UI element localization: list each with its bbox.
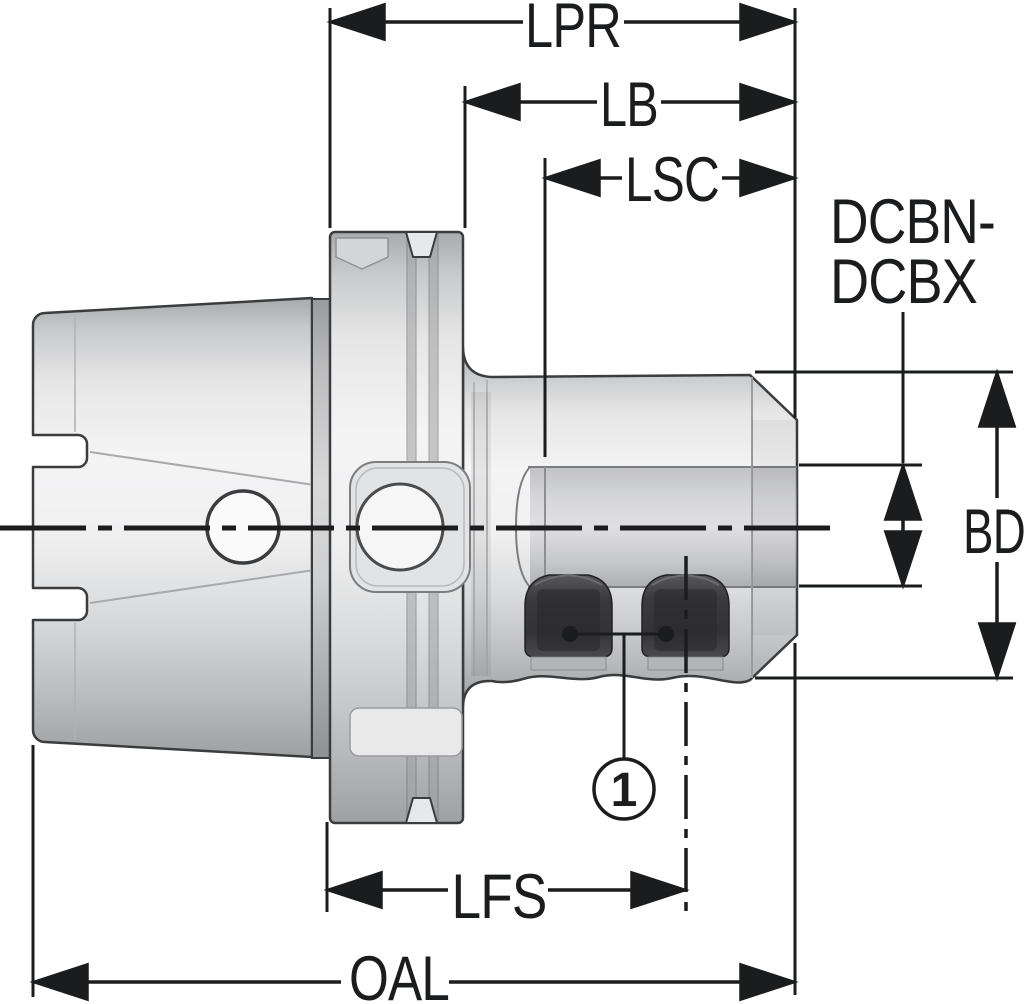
balloon-callout: 1: [562, 626, 674, 821]
shank-inner-contour-top: [89, 451, 329, 488]
dim-bd: [977, 368, 1017, 682]
balloon-label: 1: [611, 764, 638, 817]
balloon-leader-dot-1: [562, 626, 578, 642]
dim-oal: [29, 962, 799, 1002]
dim-label-lb: LB: [600, 70, 658, 140]
dim-label-lfs: LFS: [452, 862, 547, 932]
shank-inner-contour-bottom: [89, 567, 329, 604]
part-code-line2: DCBX: [830, 247, 977, 317]
dim-lfs: [323, 870, 690, 910]
dimension-lines: [29, 2, 1017, 1002]
dim-label-lpr: LPR: [525, 0, 621, 61]
balloon-circle: [592, 757, 656, 821]
extension-lines: [31, 8, 1013, 997]
dim-label-lsc: LSC: [625, 145, 719, 215]
flange-vnotch-top: [405, 231, 438, 258]
part-code-line1: DCBN-: [830, 187, 995, 257]
flange-vnotch-bottom: [405, 797, 438, 824]
clamp-screw-1: [524, 574, 613, 671]
balloon-leader-dot-2: [658, 626, 674, 642]
dim-label-oal: OAL: [349, 944, 449, 1004]
dim-lb: [461, 82, 799, 122]
flange-orientation-notch: [335, 237, 389, 270]
dim-lpr: [326, 2, 799, 42]
flange-window-bottom: [349, 707, 463, 757]
dim-lsc: [541, 158, 799, 198]
body-step-band: [471, 392, 491, 676]
dim-dcb: [883, 461, 923, 590]
dim-label-bd: BD: [963, 497, 1024, 567]
